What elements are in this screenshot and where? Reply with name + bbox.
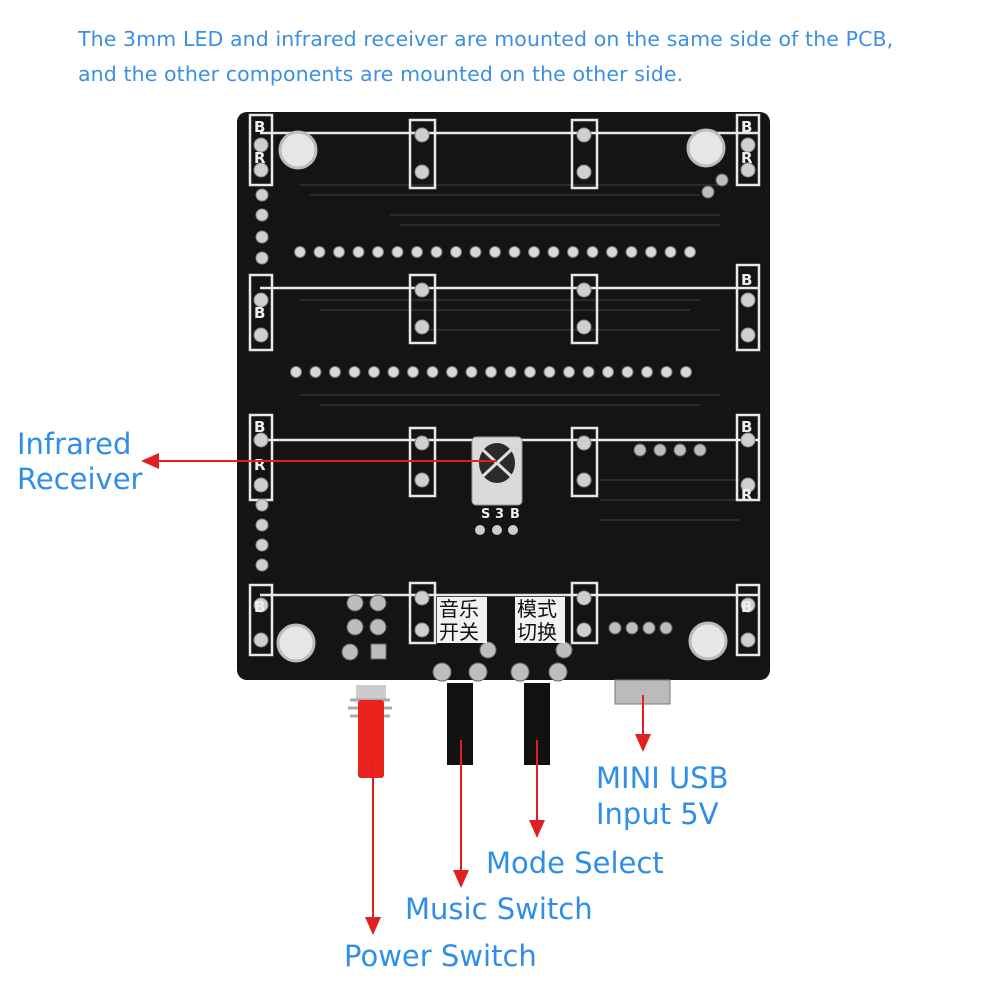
header-pin xyxy=(446,366,458,378)
silk-r: R xyxy=(741,149,753,167)
silk-b: B xyxy=(254,304,265,322)
silk-r: R xyxy=(741,486,753,504)
silk-b: B xyxy=(254,418,265,436)
music-switch-cn-line2: 开关 xyxy=(439,620,479,644)
ir-pin-b: B xyxy=(510,507,520,522)
header-pin xyxy=(290,366,302,378)
header-pin xyxy=(411,246,423,258)
header-pin xyxy=(504,366,517,378)
silk-r: R xyxy=(254,149,266,167)
header-note-line-1: The 3mm LED and infrared receiver are mo… xyxy=(78,27,894,51)
header-pin xyxy=(606,246,618,258)
silk-b: B xyxy=(741,271,752,289)
ir-pin-3: 3 xyxy=(495,507,504,522)
silk-r: R xyxy=(254,456,266,474)
header-pin xyxy=(543,366,556,378)
header-pin xyxy=(430,246,443,258)
header-note-line-2: and the other components are mounted on … xyxy=(78,62,684,86)
header-pin xyxy=(684,246,696,258)
header-pin xyxy=(528,246,540,258)
header-pin xyxy=(660,366,673,378)
header-pin xyxy=(391,246,404,258)
silk-b: B xyxy=(254,598,265,616)
header-pin xyxy=(426,366,439,378)
callout-line: Receiver xyxy=(17,462,143,496)
header-pin xyxy=(372,246,384,258)
header-pin xyxy=(489,246,501,258)
silk-b: B xyxy=(254,118,265,136)
infrared-receiver: S 3 B xyxy=(471,436,523,535)
callout-mini-usb: MINI USB Input 5V xyxy=(596,760,729,832)
callout-music-switch: Music Switch xyxy=(405,892,593,926)
header-pin xyxy=(309,366,322,378)
mode-switch-cn-line1: 模式 xyxy=(517,597,557,621)
header-pin xyxy=(329,366,341,378)
header-pin xyxy=(387,366,400,378)
callout-mode-select: Mode Select xyxy=(486,846,664,880)
header-pin xyxy=(625,246,638,258)
header-pin xyxy=(450,246,462,258)
header-pin xyxy=(524,366,536,378)
header-pin xyxy=(680,366,692,378)
callout-line: Input 5V xyxy=(596,797,719,831)
header-pin xyxy=(586,246,599,258)
header-pin xyxy=(621,366,634,378)
header-pin xyxy=(641,366,653,378)
header-pin xyxy=(313,246,326,258)
silk-b: B xyxy=(741,418,752,436)
header-pin xyxy=(582,366,595,378)
silk-b: B xyxy=(741,598,752,616)
header-pin xyxy=(407,366,419,378)
header-pin xyxy=(333,246,345,258)
power-switch xyxy=(348,685,392,778)
header-pin xyxy=(547,246,560,258)
callout-power-switch: Power Switch xyxy=(344,939,537,973)
header-pin xyxy=(352,246,365,258)
callout-line: MINI USB xyxy=(596,761,729,795)
callout-infrared-receiver: Infrared Receiver xyxy=(17,426,142,497)
header-pin xyxy=(469,246,482,258)
header-pin xyxy=(602,366,614,378)
header-pin xyxy=(508,246,521,258)
silk-b: B xyxy=(741,118,752,136)
header-pin xyxy=(368,366,380,378)
mini-usb-port xyxy=(614,679,671,705)
header-pin xyxy=(294,246,306,258)
mode-switch-cn-line2: 切换 xyxy=(517,620,557,644)
music-switch-cn-line1: 音乐 xyxy=(439,597,479,621)
header-pin xyxy=(348,366,361,378)
callout-line: Infrared xyxy=(17,427,132,461)
header-pin xyxy=(465,366,478,378)
header-pin xyxy=(563,366,575,378)
header-pin xyxy=(485,366,497,378)
header-pin xyxy=(567,246,579,258)
ir-pin-s: S xyxy=(481,507,490,522)
header-pin xyxy=(645,246,657,258)
header-pin xyxy=(664,246,677,258)
